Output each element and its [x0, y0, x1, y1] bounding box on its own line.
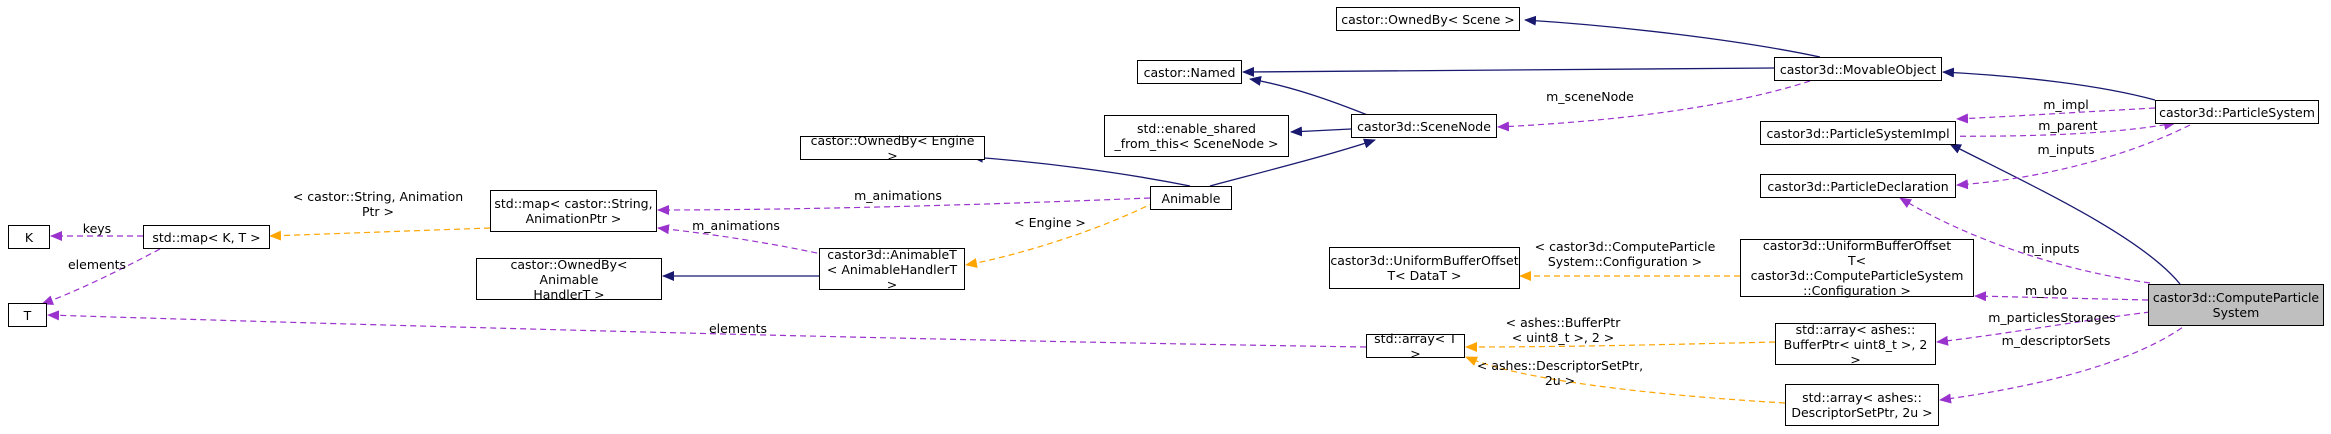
label-elements-array: elements	[708, 321, 768, 336]
label-m-animations-animable: m_animations	[854, 188, 942, 203]
edge-animablet-template	[965, 201, 1156, 268]
label-elements-map: elements	[67, 257, 127, 272]
label-m-scenenode: m_sceneNode	[1546, 89, 1634, 104]
label-m-inputs-cps: m_inputs	[2022, 241, 2080, 256]
label-animation-template: < castor::String, Animation Ptr >	[292, 189, 464, 219]
label-keys: keys	[82, 221, 112, 236]
node-ownedby-scene[interactable]: castor::OwnedBy< Scene >	[1336, 7, 1520, 31]
edge-movableobject-named	[1242, 66, 1775, 77]
node-ownedby-handler[interactable]: castor::OwnedBy< Animable HandlerT >	[476, 257, 662, 302]
label-m-particlesstorages: m_particlesStorages	[1988, 310, 2116, 325]
node-movableobject[interactable]: castor3d::MovableObject	[1774, 57, 1942, 81]
node-ownedby-engine[interactable]: castor::OwnedBy< Engine >	[800, 133, 985, 163]
label-engine-template: < Engine >	[1014, 215, 1086, 230]
edge-movableobject-m-scenenode	[1497, 80, 1811, 132]
node-scenenode[interactable]: castor3d::SceneNode	[1351, 114, 1497, 138]
label-bufferptr-template: < ashes::BufferPtr < uint8_t >, 2 >	[1505, 315, 1621, 345]
node-array-t[interactable]: std::array< T >	[1366, 331, 1465, 361]
node-particlesystem[interactable]: castor3d::ParticleSystem	[2155, 100, 2319, 124]
edge-particlesystem-movableobject	[1942, 67, 2156, 101]
node-named[interactable]: castor::Named	[1137, 60, 1242, 84]
label-m-descriptorsets: m_descriptorSets	[2001, 333, 2111, 348]
node-enable-shared-from-this[interactable]: std::enable_shared _from_this< SceneNode…	[1104, 115, 1289, 157]
node-computeparticlesystem[interactable]: castor3d::ComputeParticle System	[2148, 284, 2324, 326]
edge-cps-m-descriptorsets	[1939, 321, 2191, 404]
edge-array-t-elements	[47, 310, 1367, 348]
label-configuration-template: < castor3d::ComputeParticle System::Conf…	[1534, 239, 1716, 269]
label-m-animations-animablet: m_animations	[692, 218, 780, 233]
label-m-parent: m_parent	[2038, 118, 2098, 133]
label-m-inputs-particlesystem: m_inputs	[2037, 142, 2095, 157]
edge-cps-m-particlesstorages	[1936, 311, 2151, 346]
edge-psimpl-m-parent	[1929, 120, 2176, 137]
node-k[interactable]: K	[8, 225, 50, 249]
node-ubo-datat[interactable]: castor3d::UniformBufferOffset T< DataT >	[1329, 247, 1520, 289]
edge-cps-m-ubo	[1974, 291, 2149, 302]
label-m-impl: m_impl	[2043, 97, 2089, 112]
edge-animable-scenenode	[1209, 138, 1376, 187]
label-descriptorset-template: < ashes::DescriptorSetPtr, 2u >	[1476, 358, 1644, 388]
node-map-animation[interactable]: std::map< castor::String, AnimationPtr >	[490, 190, 657, 232]
edge-animable-ownedby-engine	[971, 152, 1191, 187]
node-array-bufferptr[interactable]: std::array< ashes:: BufferPtr< uint8_t >…	[1775, 322, 1936, 367]
node-array-descriptorset[interactable]: std::array< ashes:: DescriptorSetPtr, 2u…	[1785, 384, 1939, 426]
edge-particlesystem-m-impl	[1956, 107, 2156, 124]
edge-array-desc-template	[1465, 356, 1786, 404]
label-m-ubo: m_ubo	[2025, 283, 2067, 298]
node-animablet[interactable]: castor3d::AnimableT < AnimableHandlerT >	[819, 247, 965, 292]
node-particledeclaration[interactable]: castor3d::ParticleDeclaration	[1760, 174, 1956, 198]
edge-scenenode-enable-shared	[1290, 126, 1352, 137]
node-particlesystemimpl[interactable]: castor3d::ParticleSystemImpl	[1760, 121, 1956, 145]
edge-map-kt-elements	[41, 248, 161, 305]
edge-particlesystem-m-inputs	[1956, 124, 2191, 190]
node-animable[interactable]: Animable	[1150, 186, 1232, 210]
node-ubo-configuration[interactable]: castor3d::UniformBufferOffset T< castor3…	[1740, 238, 1974, 298]
node-t[interactable]: T	[8, 303, 47, 327]
edge-map-anim-template	[269, 227, 491, 241]
edge-scenenode-named	[1249, 75, 1371, 117]
node-map-kt[interactable]: std::map< K, T >	[143, 225, 270, 249]
edge-movableobject-ownedby-scene	[1524, 15, 1821, 58]
edge-array-buf-template	[1465, 341, 1776, 352]
edge-cps-m-inputs	[1899, 197, 2151, 284]
edge-cps-psimpl	[1949, 143, 2181, 285]
edge-animable-m-animations	[657, 197, 1151, 215]
